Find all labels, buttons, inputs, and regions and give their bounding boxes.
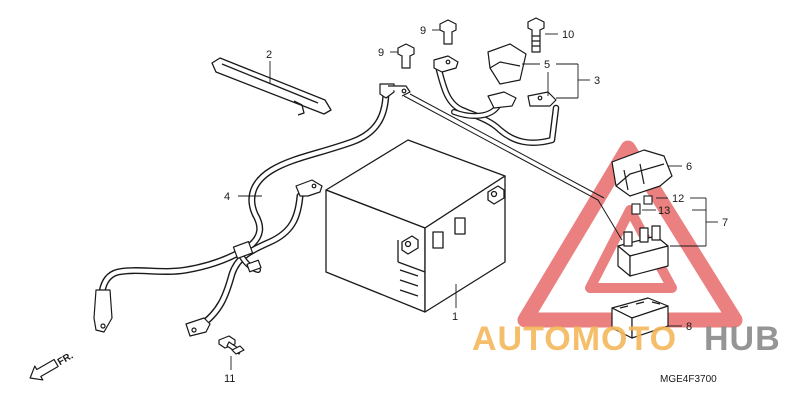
callout-9-top: 9 bbox=[420, 25, 426, 37]
battery bbox=[325, 139, 506, 313]
callout-6: 6 bbox=[686, 161, 692, 173]
callout-10: 10 bbox=[562, 29, 574, 41]
callout-9-left: 9 bbox=[378, 47, 384, 59]
relay-cable-terminals bbox=[433, 55, 557, 109]
bolt-9-top bbox=[439, 19, 457, 45]
watermark-text-automoto: AUTOMOTO bbox=[472, 320, 677, 358]
starter-relay bbox=[617, 225, 669, 277]
callout-13: 13 bbox=[658, 205, 670, 217]
callout-4: 4 bbox=[224, 191, 230, 203]
terminal-cover bbox=[487, 43, 527, 85]
relay-connector bbox=[611, 297, 669, 339]
callout-leaders bbox=[230, 29, 718, 370]
front-direction-indicator: FR. bbox=[29, 350, 76, 381]
callout-11: 11 bbox=[224, 373, 235, 385]
relay-cable bbox=[434, 62, 560, 146]
watermark-text: AUTOMOTO HUB bbox=[472, 320, 781, 358]
bolt-9-left bbox=[397, 43, 415, 69]
relay-lead bbox=[403, 93, 623, 241]
callout-2: 2 bbox=[266, 49, 272, 61]
callout-12: 12 bbox=[672, 193, 684, 205]
callout-labels: 1 2 3 4 5 6 7 8 9 9 10 11 12 13 bbox=[224, 25, 728, 385]
watermark-text-hub: HUB bbox=[704, 320, 781, 358]
callout-5: 5 bbox=[544, 59, 550, 71]
callout-1: 1 bbox=[452, 311, 458, 323]
fuse-12 bbox=[643, 195, 653, 205]
callout-7: 7 bbox=[722, 217, 728, 229]
front-direction-label: FR. bbox=[56, 350, 76, 368]
battery-band bbox=[211, 57, 332, 116]
fuse-13 bbox=[631, 203, 641, 215]
callout-8: 8 bbox=[686, 321, 692, 333]
relay-cover bbox=[611, 149, 673, 197]
front-arrow-icon bbox=[29, 358, 59, 381]
bolt-10 bbox=[527, 17, 545, 53]
callout-3: 3 bbox=[594, 75, 600, 87]
bolt-11 bbox=[218, 335, 245, 355]
diagram-code: MGE4F3700 bbox=[660, 374, 717, 385]
harness-terminals bbox=[93, 83, 411, 337]
